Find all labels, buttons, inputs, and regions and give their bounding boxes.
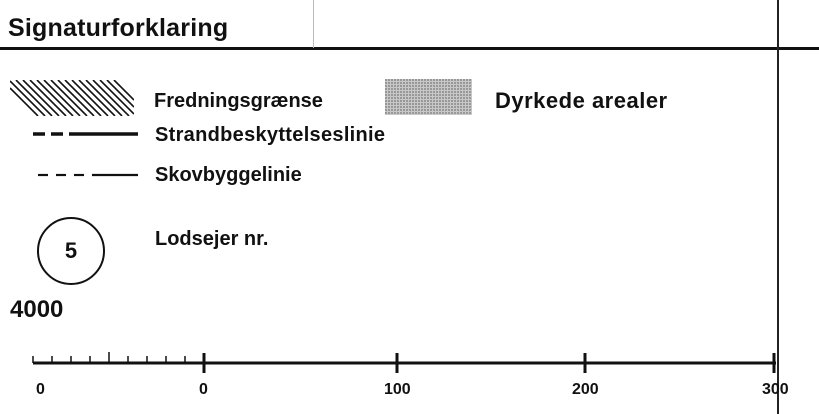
title-underline	[0, 47, 819, 50]
beach-protection-line-symbol	[33, 132, 138, 136]
cultivated-areas-symbol	[385, 79, 472, 115]
preservation-boundary-hatch-symbol	[10, 80, 134, 116]
scale-bar	[32, 352, 776, 373]
scale-tick-label-0: 0	[199, 381, 208, 398]
legend-title: Signaturforklaring	[8, 14, 229, 42]
cultivated-areas-label: Dyrkede arealer	[495, 88, 668, 113]
beach-protection-line-label: Strandbeskyttelseslinie	[155, 124, 386, 146]
preservation-boundary-label: Fredningsgrænse	[154, 90, 323, 112]
scale-tick-label-100: 100	[384, 381, 411, 398]
landowner-number-circle-symbol	[37, 217, 105, 285]
forest-building-line-label: Skovbyggelinie	[155, 164, 302, 186]
scale-tick-label-300: 300	[762, 381, 789, 398]
scale-tick-label-left-partial: 0	[36, 381, 45, 398]
map-frame-edge	[777, 0, 779, 414]
scale-denominator: 4000	[10, 296, 64, 323]
forest-building-line-symbol	[38, 173, 138, 177]
landowner-number-label: Lodsejer nr.	[155, 228, 269, 250]
fold-mark	[313, 0, 314, 48]
scale-tick-label-200: 200	[572, 381, 599, 398]
landowner-number-sample: 5	[64, 238, 78, 263]
